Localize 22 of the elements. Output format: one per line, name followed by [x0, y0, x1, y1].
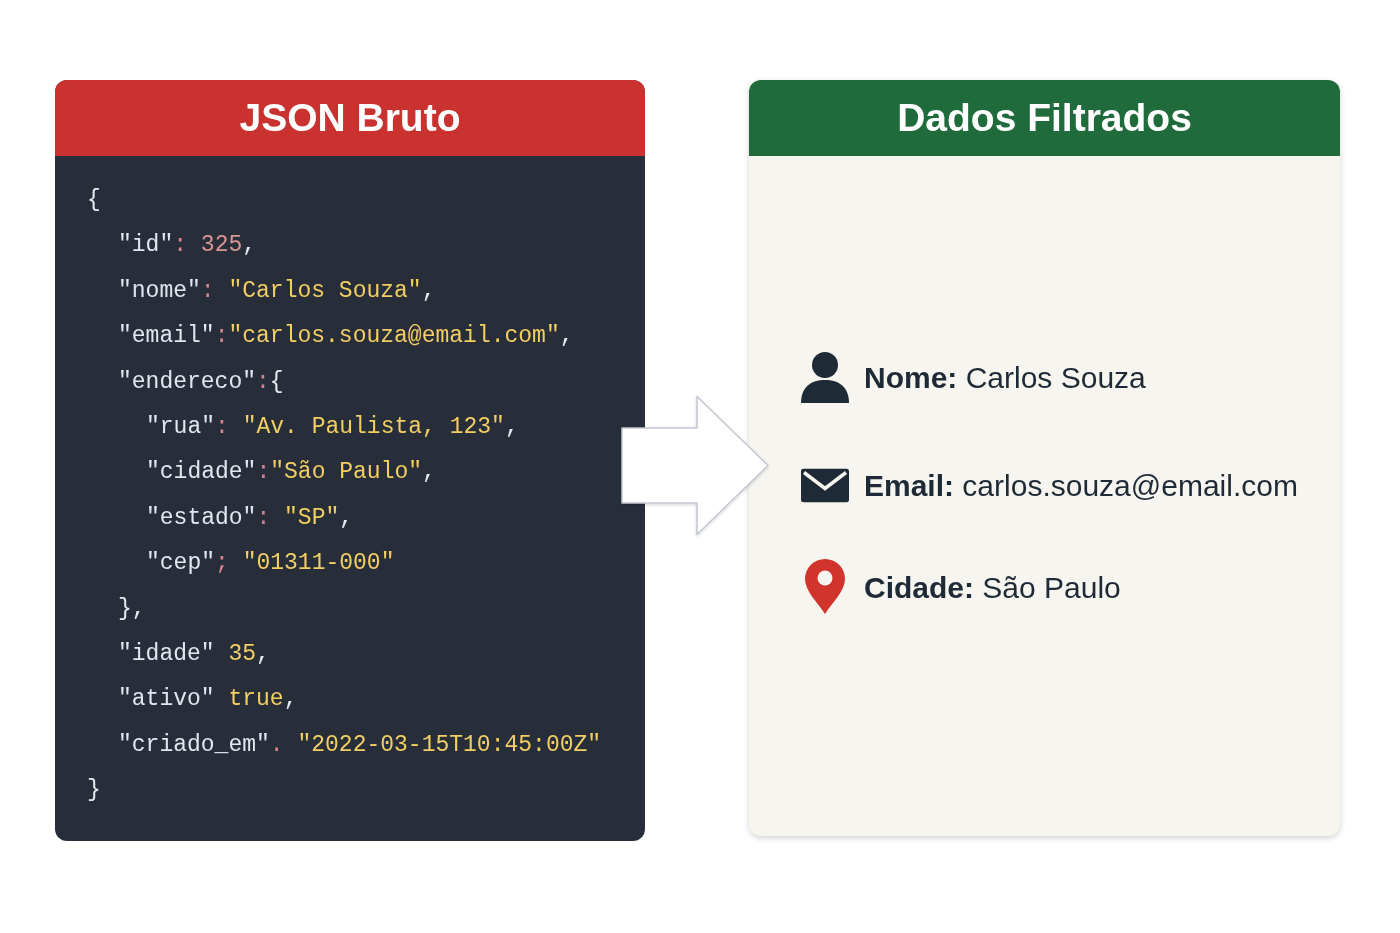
- block-arrow: [621, 395, 769, 536]
- field-text: Nome: Carlos Souza: [864, 359, 1146, 396]
- info-card: [749, 80, 1340, 836]
- code-line: "cep"; "01311-000": [146, 549, 395, 579]
- code-line: "criado_em". "2022-03-15T10:45:00Z": [118, 730, 602, 760]
- panel-title: JSON Bruto: [239, 94, 461, 141]
- field-text: Cidade: São Paulo: [864, 569, 1121, 606]
- code-line: "ativo" true,: [118, 685, 298, 715]
- code-line: "rua": "Av. Paulista, 123",: [146, 413, 519, 442]
- code-line: "id": 325,: [118, 231, 257, 261]
- code-line: "idade" 35,: [118, 640, 270, 669]
- code-line: "endereco":{: [118, 367, 284, 397]
- code-line: },: [118, 594, 146, 624]
- field-text: Email: carlos.souza@email.com: [864, 467, 1298, 504]
- code-line: }: [87, 776, 101, 806]
- code-line: "email":"carlos.souza@email.com",: [118, 322, 574, 352]
- code-line: "estado": "SP",: [146, 503, 354, 533]
- panel-title: Dados Filtrados: [897, 94, 1192, 141]
- code-panel: [55, 80, 645, 841]
- code-line: "nome": "Carlos Souza",: [118, 276, 436, 306]
- code-line: "cidade":"São Paulo",: [146, 458, 436, 488]
- code-line: {: [87, 186, 101, 215]
